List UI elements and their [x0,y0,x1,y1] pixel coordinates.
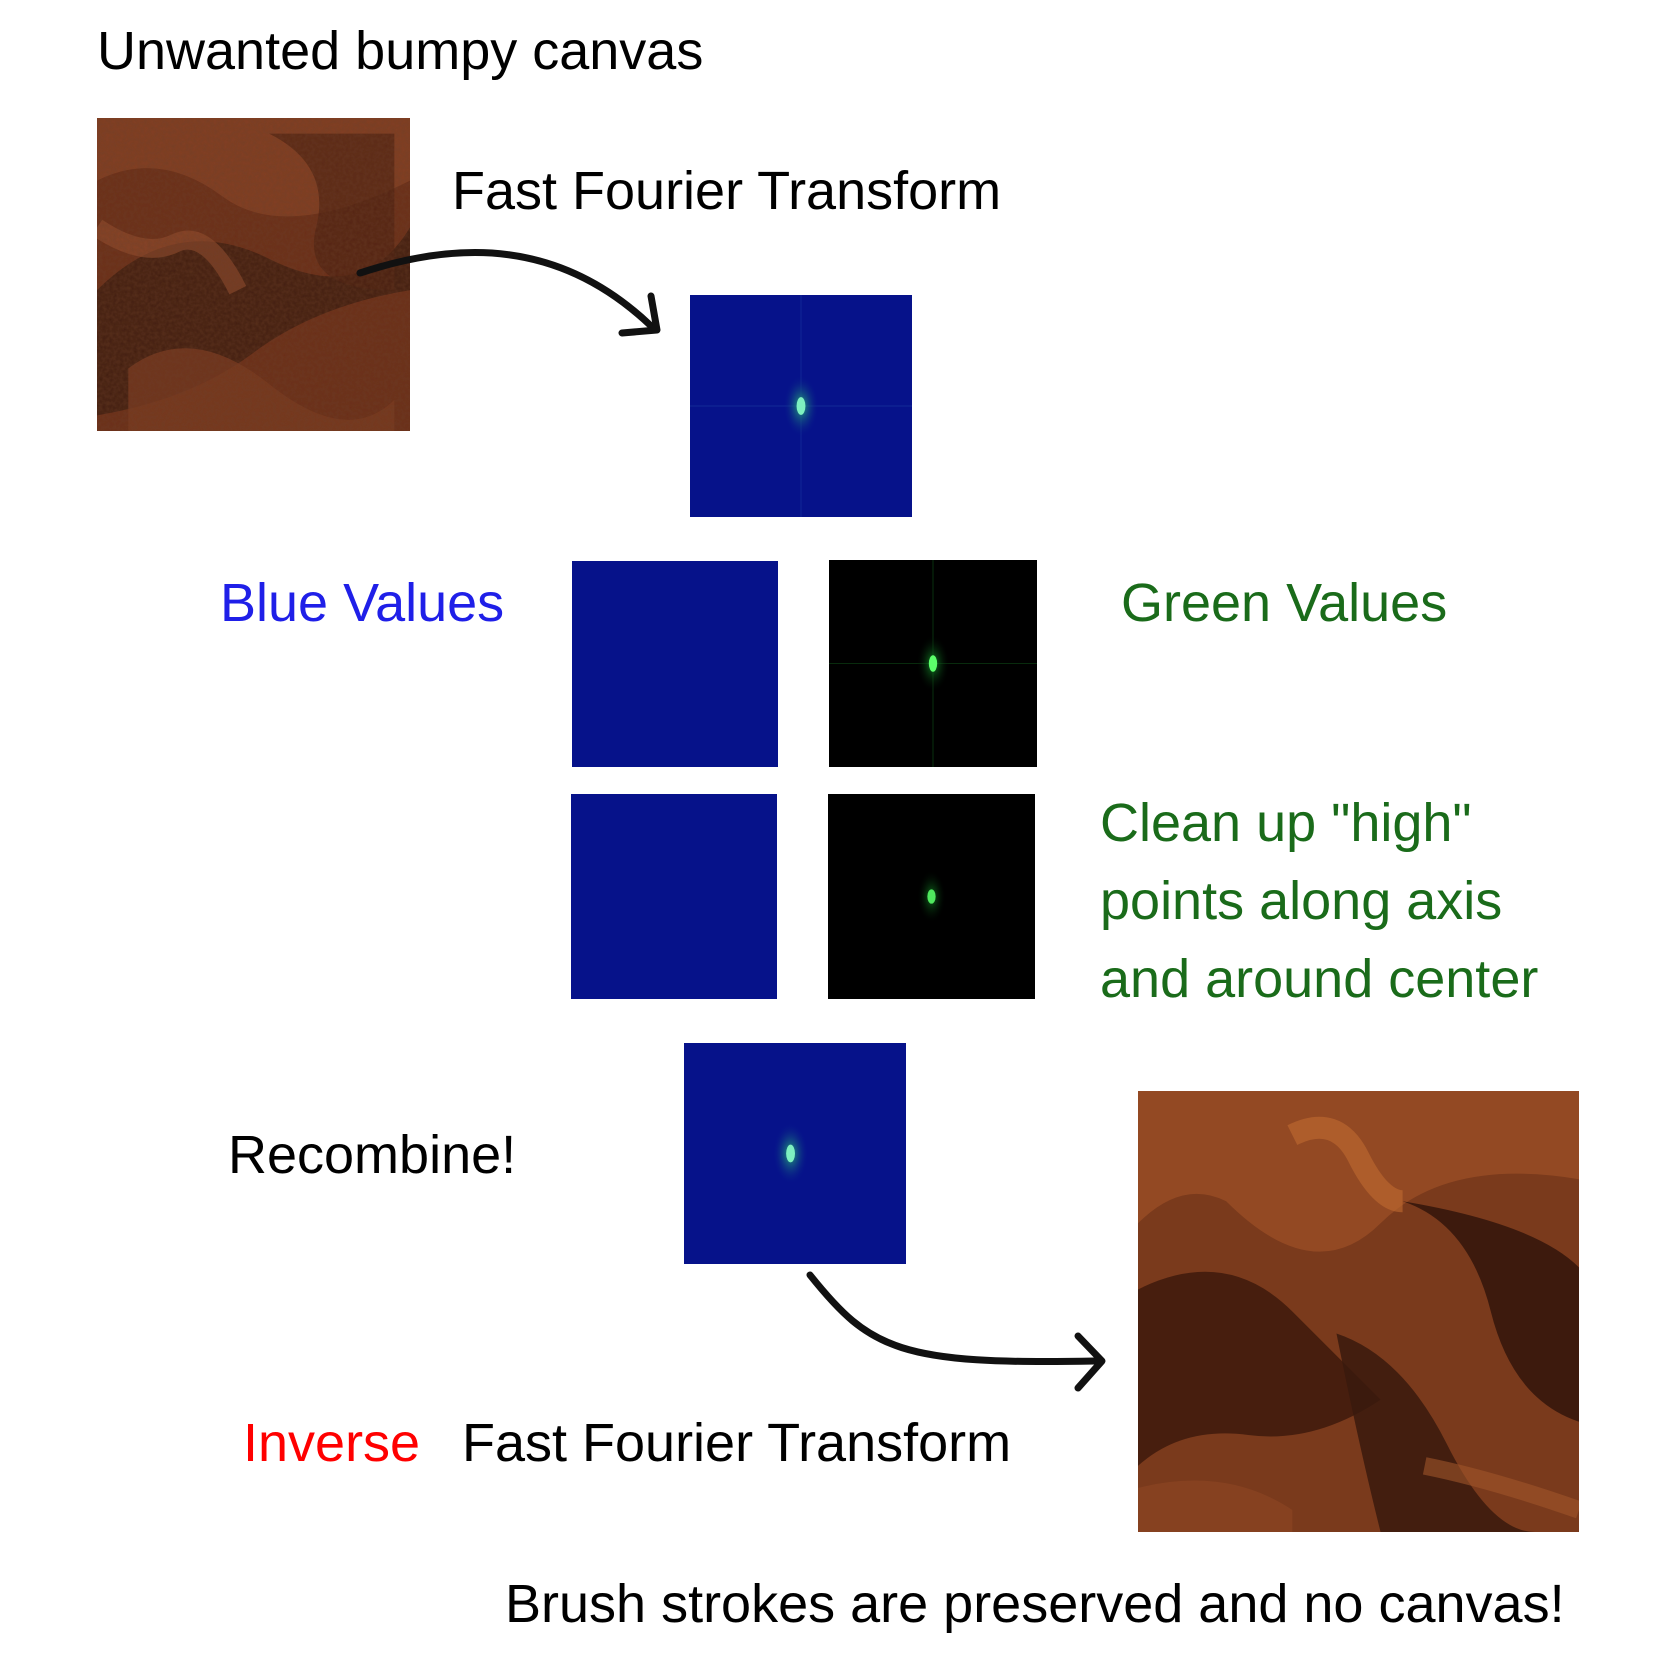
cleanup-line-1: Clean up "high" [1100,793,1472,853]
result-caption: Brush strokes are preserved and no canva… [505,1574,1565,1634]
blue-values-label: Blue Values [220,573,505,633]
inverse-fft-label: Fast Fourier Transform [462,1413,1012,1473]
title-label: Unwanted bumpy canvas [97,21,704,81]
cleaned-green-channel-image [828,794,1035,999]
arrow-to-result [806,1271,1106,1392]
fft-spectrum-image [690,295,912,517]
recombined-spectrum-image [684,1043,906,1264]
cleanup-line-2: points along axis [1100,871,1503,931]
inverse-label: Inverse [243,1413,421,1473]
blue-channel-image [572,561,778,767]
cleaned-blue-channel-image [571,794,777,999]
green-channel-image [829,560,1037,767]
cleanup-line-3: and around center [1100,949,1539,1009]
fft-label: Fast Fourier Transform [452,161,1002,221]
recombine-label: Recombine! [228,1125,517,1185]
original-canvas-image [97,118,410,431]
green-values-label: Green Values [1121,573,1448,633]
result-painting-image [1138,1091,1579,1532]
